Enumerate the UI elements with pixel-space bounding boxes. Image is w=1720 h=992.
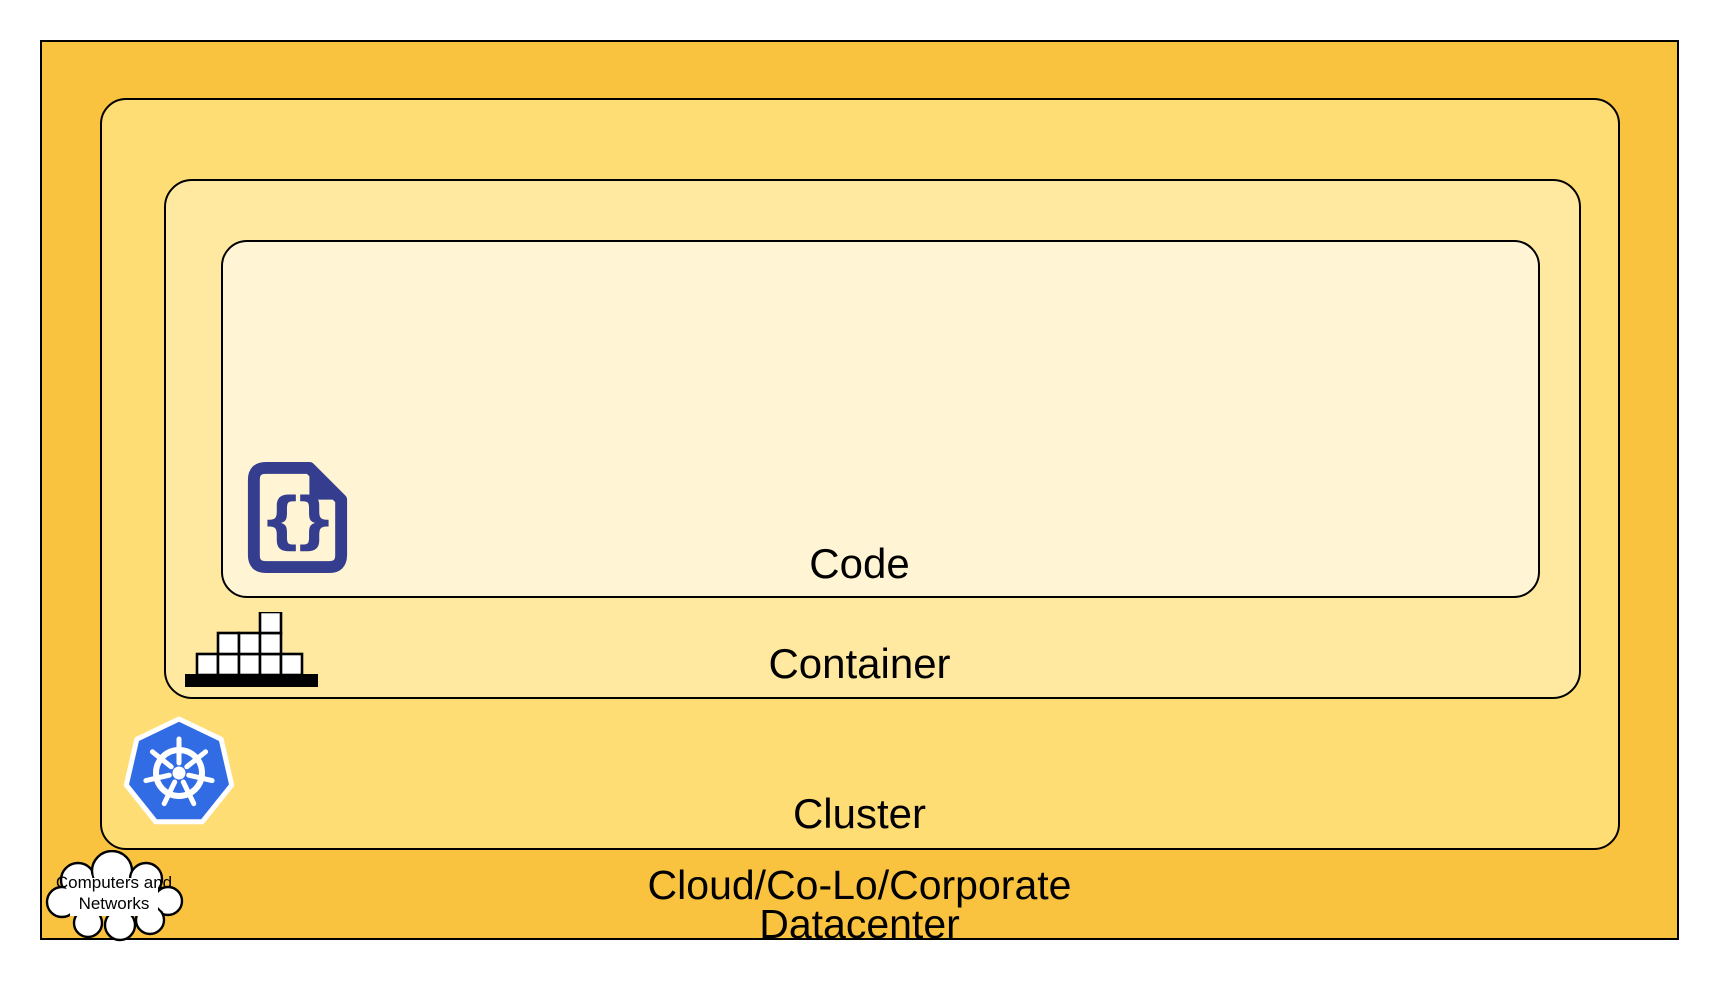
datacenter-label-line1: Cloud/Co-Lo/Corporate <box>647 862 1072 908</box>
code-brace-open-glyph: { <box>260 485 304 556</box>
container-stack-icon <box>185 612 318 687</box>
container-label: Container <box>768 640 951 687</box>
datacenter-label-line2: Datacenter <box>759 901 960 947</box>
computers-networks-cloud-icon: Computers and Networks <box>45 850 184 942</box>
code-file-icon: { } <box>247 461 348 574</box>
code-brace-close-glyph: } <box>292 485 336 556</box>
cloud-label-line1: Computers and <box>56 873 172 892</box>
code-label: Code <box>809 540 910 587</box>
datacenter-label: Cloud/Co-Lo/Corporate Datacenter <box>40 862 1679 947</box>
kubernetes-wheel-icon <box>123 716 235 825</box>
code-layer <box>221 240 1540 598</box>
cluster-label: Cluster <box>792 790 927 837</box>
cloud-label-line2: Networks <box>79 894 150 913</box>
